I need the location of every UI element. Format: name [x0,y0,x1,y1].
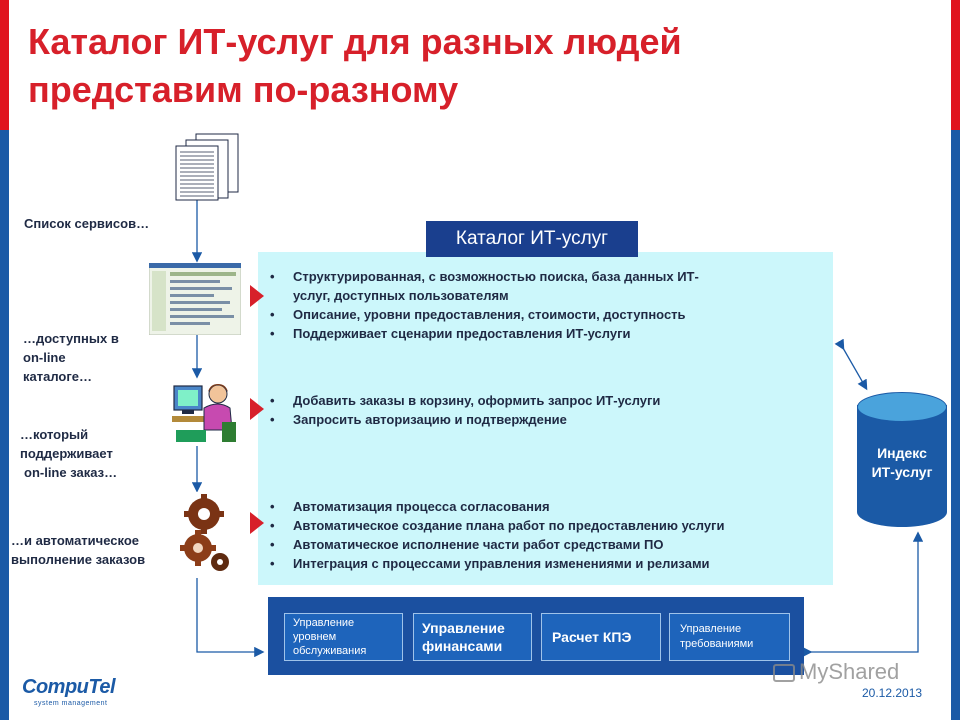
label-online-order: …который поддерживает on-line заказ… [20,425,117,482]
left-frame-bar [0,130,9,720]
label-order-line-3: on-line заказ… [24,465,118,480]
bullet-text: Описание, уровни предоставления, стоимос… [293,307,686,322]
arrow-auto-to-processes [196,578,265,658]
right-frame-bar [951,130,960,720]
bullet-item: Интеграция с процессами управления измен… [258,554,833,573]
bullet-item: Автоматическое создание плана работ по п… [258,516,833,535]
documents-stack-icon [175,133,239,201]
label-service-list: Список сервисов… [24,216,150,231]
finance-line-1: Управление [422,620,505,636]
finance-line-2: финансами [422,638,503,654]
kpi-calculation-box: Расчет КПЭ [541,613,661,661]
index-line-2: ИТ-услуг [871,464,933,480]
bullet-item: Запросить авторизацию и подтверждение [258,410,833,429]
company-logo: CompuTel [22,676,116,698]
bullet-item: Автоматическое исполнение части работ ср… [258,535,833,554]
watermark-text: MyShared [799,659,900,684]
kpi-label: Расчет КПЭ [552,629,632,645]
label-auto-execution: …и автоматическое выполнение заказов [11,531,145,569]
bullet-item: Структурированная, с возможностью поиска… [258,267,833,305]
label-auto-line-2: выполнение заказов [11,552,146,567]
watermark: MyShared [773,658,933,686]
sla-management-box: Управление уровнем обслуживания [284,613,403,661]
bullet-text: Поддерживает сценарии предоставления ИТ-… [293,326,631,341]
bullet-item: Поддерживает сценарии предоставления ИТ-… [258,324,833,343]
bullet-text: Автоматическое исполнение части работ ср… [293,537,664,552]
bullet-text: Автоматизация процесса согласования [293,499,550,514]
presentation-icon [773,664,795,683]
label-order-line-1: …который [20,427,89,442]
bullet-item: Описание, уровни предоставления, стоимос… [258,305,833,324]
company-logo-tagline: system management [34,700,108,707]
automation-features-list: Автоматизация процесса согласования Авто… [258,497,833,573]
bullet-text: Интеграция с процессами управления измен… [293,556,710,571]
arrow-processes-index [802,531,924,658]
label-online-line-2: on-line [23,350,66,365]
label-online-line-1: …доступных в [23,331,119,346]
finance-management-box: Управление финансами [413,613,532,661]
gears-icon [176,492,232,576]
bullet-item: Добавить заказы в корзину, оформить запр… [258,391,833,410]
left-accent-bar [0,0,9,130]
req-line-1: Управление [680,623,742,635]
req-line-2: требованиями [680,638,754,650]
bullet-text: услуг, доступных пользователям [293,288,509,303]
title-line-2: представим по-разному [28,69,459,110]
label-online-catalog: …доступных в on-line каталоге… [23,329,119,386]
title-line-1: Каталог ИТ-услуг для разных людей [28,21,682,62]
right-accent-bar [951,0,960,130]
label-order-line-2: поддерживает [20,446,113,461]
sla-line-3: обслуживания [293,645,367,657]
database-cylinder-icon [857,405,947,512]
bullet-item: Автоматизация процесса согласования [258,497,833,516]
label-online-line-3: каталоге… [23,369,93,384]
index-line-1: Индекс [877,445,927,461]
sla-line-1: Управление [293,617,355,629]
database-cylinder-top [857,392,947,422]
user-at-computer-icon [172,384,236,442]
requirements-management-box: Управление требованиями [669,613,790,661]
catalog-screenshot-thumbnail [149,263,241,335]
bullet-text: Структурированная, с возможностью поиска… [293,269,699,284]
catalog-header: Каталог ИТ-услуг [426,221,638,257]
slide-date: 20.12.2013 [862,686,923,700]
label-auto-line-1: …и автоматическое [11,533,139,548]
bullet-text: Автоматическое создание плана работ по п… [293,518,725,533]
sla-line-2: уровнем [293,631,337,643]
ordering-features-list: Добавить заказы в корзину, оформить запр… [258,391,833,429]
catalog-features-list: Структурированная, с возможностью поиска… [258,267,833,343]
bullet-text: Добавить заказы в корзину, оформить запр… [293,393,661,408]
service-index-label: Индекс ИТ-услуг [857,444,947,482]
arrow-catalog-index [834,338,868,391]
bullet-text: Запросить авторизацию и подтверждение [293,412,567,427]
slide-title: Каталог ИТ-услуг для разных людей предст… [28,18,908,114]
